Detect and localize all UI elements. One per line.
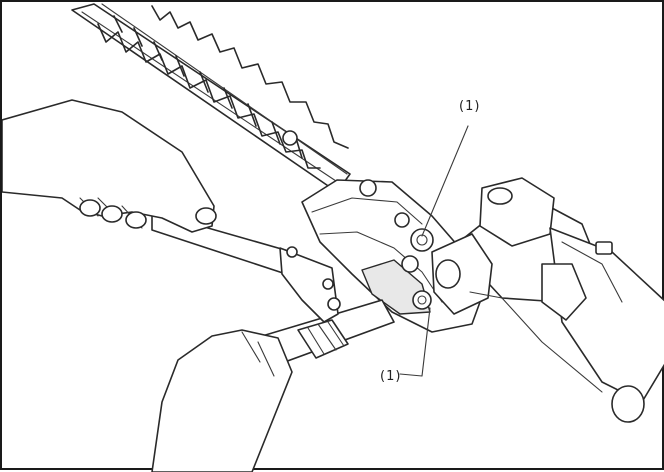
wrench-tool — [151, 211, 341, 323]
cutter-teeth — [97, 5, 349, 169]
callout-leader-bottom — [399, 307, 431, 377]
callout-label-bottom: (1) — [380, 369, 402, 384]
shaft-end — [611, 385, 645, 423]
cutter-bar — [71, 3, 351, 193]
bar-bolt — [282, 130, 298, 146]
upper-hand — [2, 99, 217, 233]
callout-label-top: (1) — [459, 99, 481, 114]
angle-lock-screw-top — [410, 228, 434, 252]
case-bolt-2 — [394, 212, 410, 228]
shaft-housing — [431, 177, 664, 423]
lower-hand — [151, 329, 293, 472]
callout-leaders — [399, 125, 469, 377]
angle-lock-screw-bottom — [412, 290, 432, 310]
case-bolt-1 — [359, 179, 377, 197]
callout-leader-top — [421, 125, 469, 237]
pivot-nut — [401, 255, 419, 273]
